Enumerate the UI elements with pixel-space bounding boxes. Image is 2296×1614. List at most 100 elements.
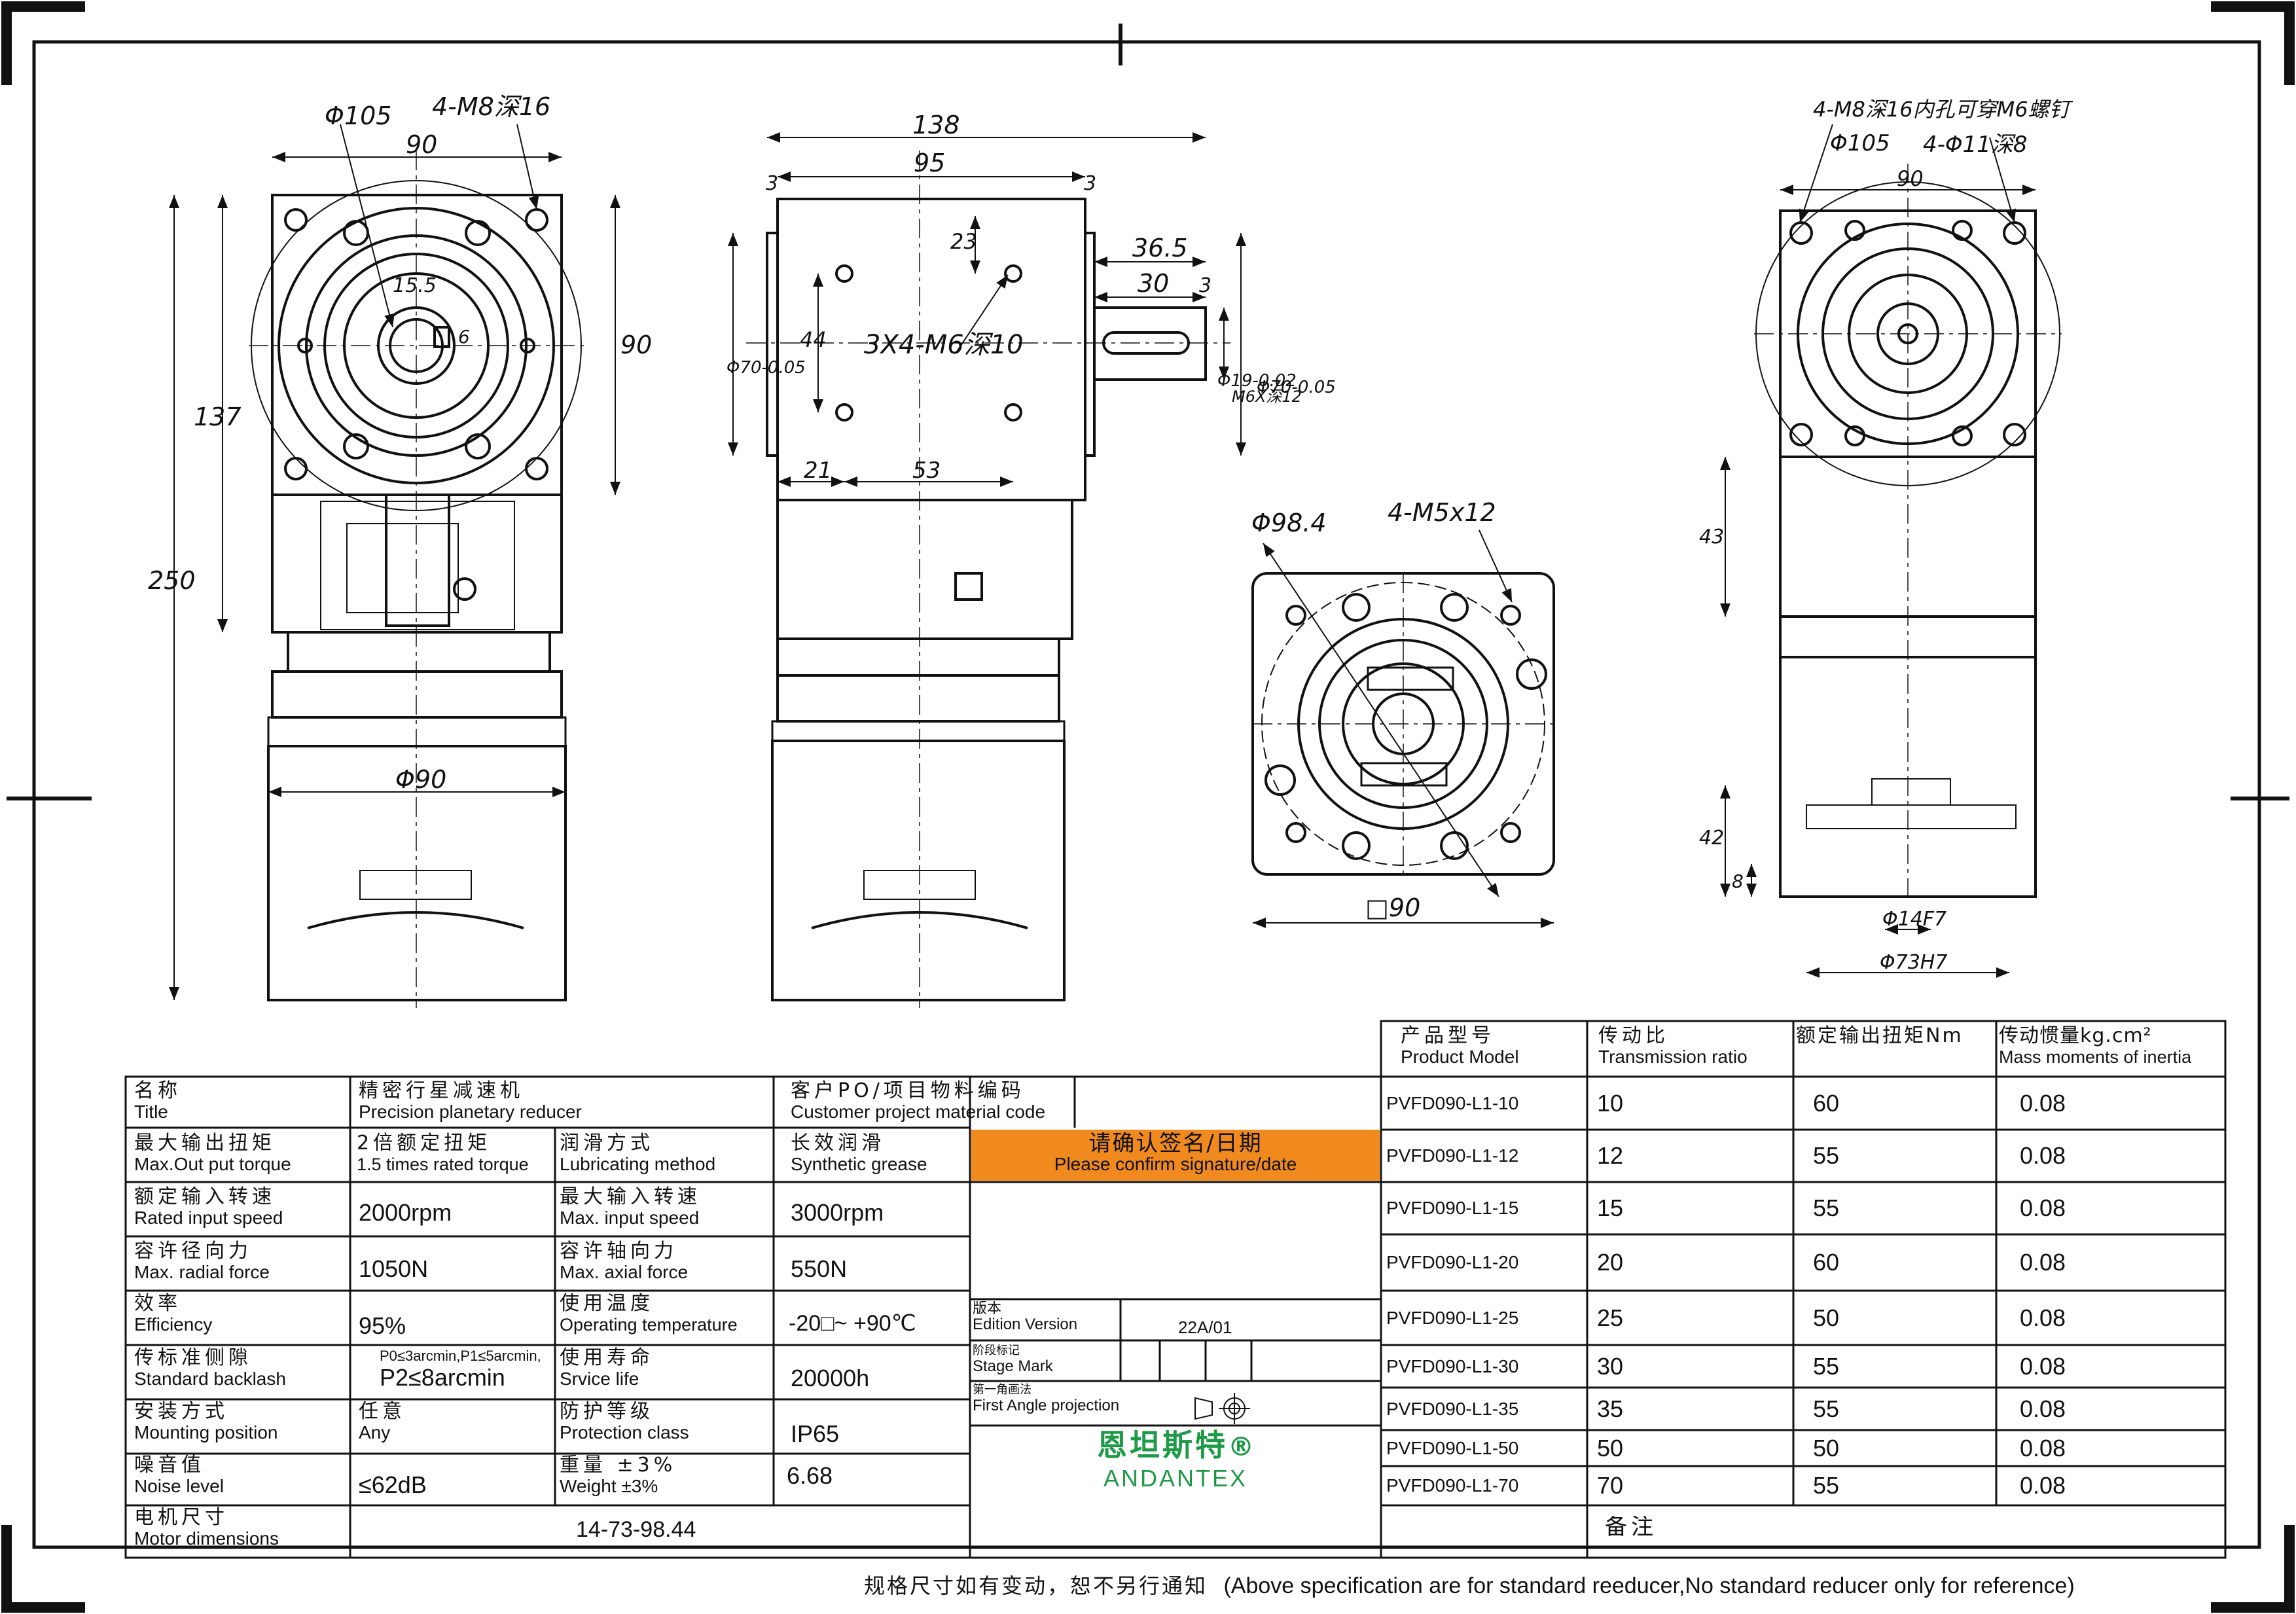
dim-flange-sq90: □90 bbox=[1365, 893, 1420, 922]
nz-zh: 噪音值 bbox=[134, 1454, 205, 1477]
cell-title-label: 名称 Title bbox=[134, 1080, 344, 1122]
cell-nz-value: ≤62dB bbox=[359, 1471, 548, 1499]
rad-zh: 容许径向力 bbox=[134, 1240, 252, 1263]
cell-confirm: 请确认签名/日期 Please confirm signature/date bbox=[971, 1132, 1380, 1174]
cell-rad-label: 容许径向力 Max. radial force bbox=[134, 1240, 344, 1282]
cell-ed-value: 22A/01 bbox=[1178, 1319, 1309, 1335]
cell-title-value: 精密行星减速机 Precision planetary reducer bbox=[359, 1080, 771, 1122]
md-value: 14-73-98.44 bbox=[576, 1517, 696, 1542]
cell-sm-label: 阶段标记 Stage Mark bbox=[973, 1343, 1119, 1374]
cell-axl-value: 550N bbox=[791, 1255, 967, 1283]
ed-zh: 版本 bbox=[973, 1301, 1002, 1317]
dim-left-h137: 137 bbox=[194, 403, 242, 431]
pc-en: Protection class bbox=[560, 1422, 689, 1443]
model-row-inertia: 0.08 bbox=[2020, 1249, 2066, 1276]
axl-en: Max. axial force bbox=[560, 1262, 689, 1282]
dim-right-w90: 90 bbox=[1897, 166, 1924, 191]
mp-value-zh: 任意 bbox=[359, 1401, 406, 1423]
title-value-zh: 精密行星减速机 bbox=[359, 1080, 524, 1102]
bl-value: P2≤8arcmin bbox=[380, 1364, 505, 1391]
model-row-inertia: 0.08 bbox=[2020, 1395, 2066, 1422]
nz-value: ≤62dB bbox=[359, 1471, 427, 1498]
ed-value: 22A/01 bbox=[1178, 1319, 1232, 1335]
footer-note-en: (Above specification are for standard re… bbox=[1223, 1573, 2075, 1598]
model-row-torque: 60 bbox=[1813, 1090, 1840, 1117]
rin-value: 2000rpm bbox=[359, 1199, 452, 1226]
cell-md-value: 14-73-98.44 bbox=[576, 1517, 851, 1543]
model-row-model: PVFD090-L1-12 bbox=[1386, 1145, 1519, 1166]
dim-mid-d70: Φ70-0.05 bbox=[726, 358, 806, 378]
temp-value: -20□~ +90℃ bbox=[789, 1311, 916, 1336]
model-row-model: PVFD090-L1-30 bbox=[1386, 1355, 1519, 1376]
cell-rin-label: 额定输入转速 Rated input speed bbox=[134, 1186, 344, 1228]
axl-value: 550N bbox=[791, 1255, 848, 1282]
po-zh: 客户PO/项目物料编码 bbox=[791, 1080, 1025, 1102]
right-view bbox=[1754, 164, 2062, 903]
flange-view bbox=[1251, 572, 1555, 876]
cell-temp-value: -20□~ +90℃ bbox=[789, 1310, 969, 1336]
model-row-model: PVFD090-L1-50 bbox=[1386, 1437, 1519, 1458]
models-head-ratio: 传动比 Transmission ratio bbox=[1598, 1025, 1791, 1067]
dim-flange-d984: Φ98.4 bbox=[1251, 509, 1327, 537]
dim-mid-d44: 44 bbox=[800, 327, 827, 352]
dim-right-d11: 4-Φ11深8 bbox=[1923, 132, 2028, 158]
first-angle-symbol-icon bbox=[1194, 1393, 1250, 1424]
cell-md-label: 电机尺寸 Motor dimensions bbox=[134, 1507, 344, 1549]
cell-life-value: 20000h bbox=[791, 1365, 967, 1392]
cell-life-label: 使用寿命 Srvice life bbox=[560, 1347, 772, 1389]
pc-value: IP65 bbox=[791, 1420, 840, 1447]
models-head-inertia: 传动惯量kg.cm² Mass moments of inertia bbox=[1999, 1025, 2225, 1067]
model-row-model: PVFD090-L1-70 bbox=[1386, 1475, 1519, 1496]
dim-mid-d365: 36.5 bbox=[1132, 234, 1188, 262]
cell-rin-value: 2000rpm bbox=[359, 1199, 548, 1227]
models-head-model-zh: 产品型号 bbox=[1401, 1025, 1495, 1047]
dimension-labels: Φ105 4-M8深16 90 15.5 6 90 137 250 Φ90 13… bbox=[148, 92, 2073, 974]
cell-pc-value: IP65 bbox=[791, 1420, 967, 1448]
model-row-torque: 55 bbox=[1813, 1195, 1840, 1221]
dim-mid-d30: 30 bbox=[1138, 269, 1169, 298]
models-head-inertia-zh: 传动惯量kg.cm² bbox=[1999, 1025, 2152, 1047]
rin-en: Rated input speed bbox=[134, 1208, 283, 1228]
min-zh: 最大输入转速 bbox=[560, 1186, 701, 1208]
rin-zh: 额定输入转速 bbox=[134, 1186, 276, 1208]
remark-zh: 备注 bbox=[1605, 1516, 1657, 1538]
confirm-box bbox=[971, 1130, 1380, 1181]
cell-min-value: 3000rpm bbox=[791, 1199, 967, 1227]
dim-right-d42: 42 bbox=[1699, 827, 1724, 850]
model-row-inertia: 0.08 bbox=[2020, 1195, 2066, 1221]
temp-zh: 使用温度 bbox=[560, 1293, 654, 1315]
cell-fa-label: 第一角画法 First Angle projection bbox=[973, 1382, 1189, 1414]
title-en: Title bbox=[134, 1102, 168, 1122]
dim-mid-d21: 21 bbox=[804, 457, 832, 484]
dim-mid-d19: Φ19-0.02 bbox=[1217, 371, 1297, 391]
model-row-inertia: 0.08 bbox=[2020, 1435, 2066, 1462]
model-row-model: PVFD090-L1-35 bbox=[1386, 1398, 1519, 1419]
dim-right-m8: 4-M8深16内孔可穿M6螺钉 bbox=[1813, 97, 2073, 122]
eff-value: 95% bbox=[359, 1312, 406, 1339]
dim-mid-w95: 95 bbox=[914, 149, 945, 177]
confirm-en: Please confirm signature/date bbox=[1054, 1154, 1297, 1174]
fa-zh: 第一角画法 bbox=[973, 1383, 1031, 1397]
temp-en: Operating temperature bbox=[560, 1315, 738, 1335]
cell-ed-label: 版本 Edition Version bbox=[973, 1301, 1119, 1333]
middle-view bbox=[746, 151, 1230, 1008]
dim-mid-m6: 3X4-M6深10 bbox=[864, 330, 1024, 360]
footer-note: 规格尺寸如有变动，恕不另行通知 (Above specification are… bbox=[864, 1569, 2238, 1600]
model-row-torque: 50 bbox=[1813, 1304, 1840, 1331]
cell-axl-label: 容许轴向力 Max. axial force bbox=[560, 1240, 772, 1282]
cell-wt-value: 6.68 bbox=[787, 1462, 967, 1490]
cell-bl-value: P0≤3arcmin,P1≤5arcmin, P2≤8arcmin bbox=[380, 1348, 554, 1391]
models-head-torque: 额定输出扭矩Nm bbox=[1796, 1025, 1996, 1047]
mp-value-en: Any bbox=[359, 1422, 391, 1443]
dim-right-d43: 43 bbox=[1699, 526, 1724, 548]
title-value-en: Precision planetary reducer bbox=[359, 1102, 582, 1122]
bl-value-small: P0≤3arcmin,P1≤5arcmin, bbox=[380, 1348, 541, 1364]
life-zh: 使用寿命 bbox=[560, 1347, 654, 1369]
dim-mid-tap: M6X深12 bbox=[1232, 387, 1302, 406]
dim-mid-m3b: 3 bbox=[1084, 172, 1096, 195]
models-head-inertia-en: Mass moments of inertia bbox=[1999, 1047, 2192, 1067]
dim-left-d90: Φ90 bbox=[395, 765, 446, 794]
dim-left-h90: 90 bbox=[620, 331, 652, 359]
life-value: 20000h bbox=[791, 1365, 870, 1391]
